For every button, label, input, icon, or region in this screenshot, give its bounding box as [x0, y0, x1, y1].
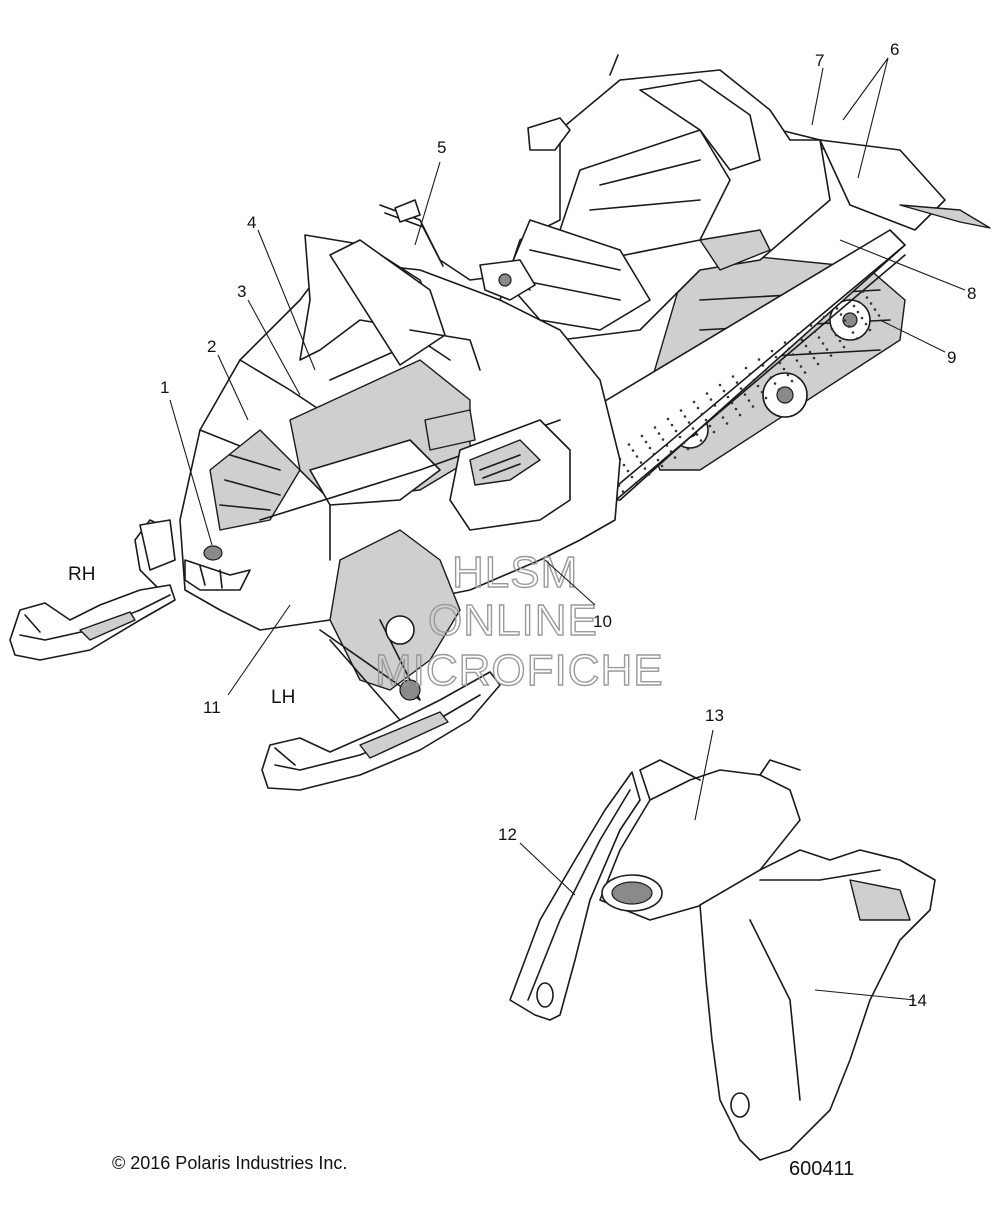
- callout-14: 14: [908, 991, 927, 1010]
- callout-13: 13: [705, 706, 724, 725]
- left-ski: [261, 671, 501, 791]
- callout-3: 3: [237, 282, 246, 301]
- copyright-notice: © 2016 Polaris Industries Inc.: [112, 1153, 347, 1173]
- figure-number: 600411: [789, 1158, 854, 1180]
- callout-11: 11: [203, 698, 221, 717]
- seat-assembly: [499, 54, 831, 341]
- callout-4: 4: [247, 213, 256, 232]
- handlebars: [379, 199, 536, 301]
- right-ski: [9, 584, 176, 661]
- hood-body: [179, 259, 621, 631]
- callout-2: 2: [207, 337, 216, 356]
- callout-5: 5: [437, 138, 446, 157]
- rear-bumper: [779, 129, 991, 231]
- front-suspension: [134, 519, 461, 721]
- callout-6: 6: [890, 40, 899, 59]
- leader-lines: [169, 57, 966, 1001]
- callout-12: 12: [498, 825, 517, 844]
- watermark-line-3: MICROFICHE: [375, 646, 664, 695]
- callout-7: 7: [815, 51, 824, 70]
- side-label-left: LH: [271, 687, 295, 708]
- callout-1: 1: [160, 378, 169, 397]
- watermark-line-1: HLSM: [452, 548, 578, 597]
- side-label-right: RH: [68, 564, 95, 585]
- windshield: [299, 234, 481, 371]
- callout-9: 9: [947, 348, 956, 367]
- nose-details: [184, 545, 251, 591]
- callout-8: 8: [967, 284, 976, 303]
- callout-labels: 1 2 3 4 5 6 7 8 9 10 11 12 13 14: [160, 40, 976, 1010]
- callout-10: 10: [593, 612, 612, 631]
- side-panel-right: [699, 849, 936, 1161]
- side-panel-left: [509, 771, 641, 1021]
- watermark: HLSM ONLINE MICROFICHE: [374, 547, 664, 695]
- watermark-line-2: ONLINE: [428, 596, 598, 645]
